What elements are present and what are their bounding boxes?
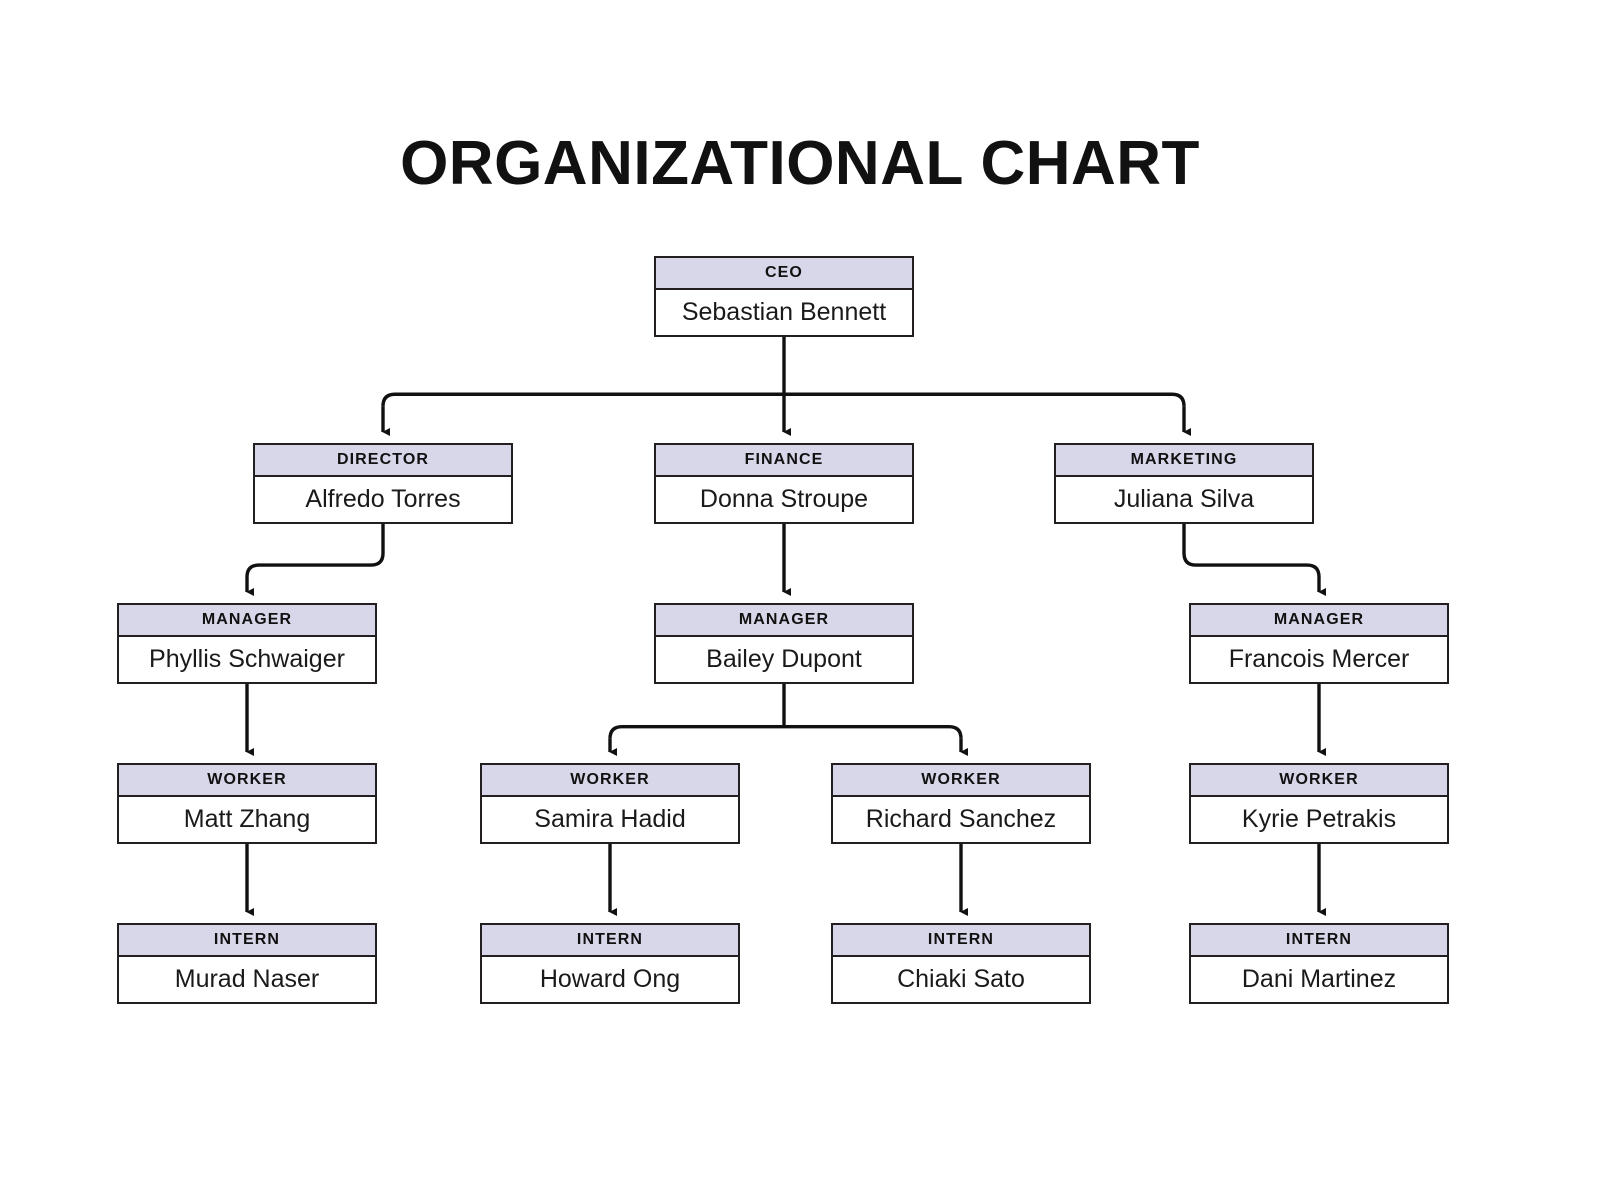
org-node-role: MANAGER bbox=[1191, 605, 1447, 637]
org-node-name: Matt Zhang bbox=[119, 797, 375, 842]
org-node-role: CEO bbox=[656, 258, 912, 290]
org-node-name: Alfredo Torres bbox=[255, 477, 511, 522]
org-node-name: Kyrie Petrakis bbox=[1191, 797, 1447, 842]
connector-bus-mgr2 bbox=[608, 724, 963, 739]
org-node-role: WORKER bbox=[119, 765, 375, 797]
page-title: ORGANIZATIONAL CHART bbox=[400, 129, 1200, 198]
org-node-name: Donna Stroupe bbox=[656, 477, 912, 522]
org-node-name: Howard Ong bbox=[482, 957, 738, 1002]
connector-director-mgr1 bbox=[245, 524, 385, 597]
org-node-role: MARKETING bbox=[1056, 445, 1312, 477]
org-node-role: FINANCE bbox=[656, 445, 912, 477]
org-node-name: Chiaki Sato bbox=[833, 957, 1089, 1002]
org-node-name: Francois Mercer bbox=[1191, 637, 1447, 682]
connector-bus-ceo bbox=[381, 392, 1186, 407]
org-node-name: Juliana Silva bbox=[1056, 477, 1312, 522]
org-node-name: Dani Martinez bbox=[1191, 957, 1447, 1002]
org-node-name: Murad Naser bbox=[119, 957, 375, 1002]
org-node-role: MANAGER bbox=[119, 605, 375, 637]
org-node-name: Samira Hadid bbox=[482, 797, 738, 842]
org-node-role: INTERN bbox=[482, 925, 738, 957]
org-node-role: INTERN bbox=[119, 925, 375, 957]
org-node-role: MANAGER bbox=[656, 605, 912, 637]
org-node-name: Sebastian Bennett bbox=[656, 290, 912, 335]
org-node-name: Bailey Dupont bbox=[656, 637, 912, 682]
connector-marketing-mgr3 bbox=[1182, 524, 1327, 597]
org-node-role: INTERN bbox=[833, 925, 1089, 957]
org-node-name: Richard Sanchez bbox=[833, 797, 1089, 842]
org-node-role: WORKER bbox=[833, 765, 1089, 797]
org-node-role: DIRECTOR bbox=[255, 445, 511, 477]
org-node-role: WORKER bbox=[482, 765, 738, 797]
org-node-role: INTERN bbox=[1191, 925, 1447, 957]
org-node-name: Phyllis Schwaiger bbox=[119, 637, 375, 682]
org-node-role: WORKER bbox=[1191, 765, 1447, 797]
